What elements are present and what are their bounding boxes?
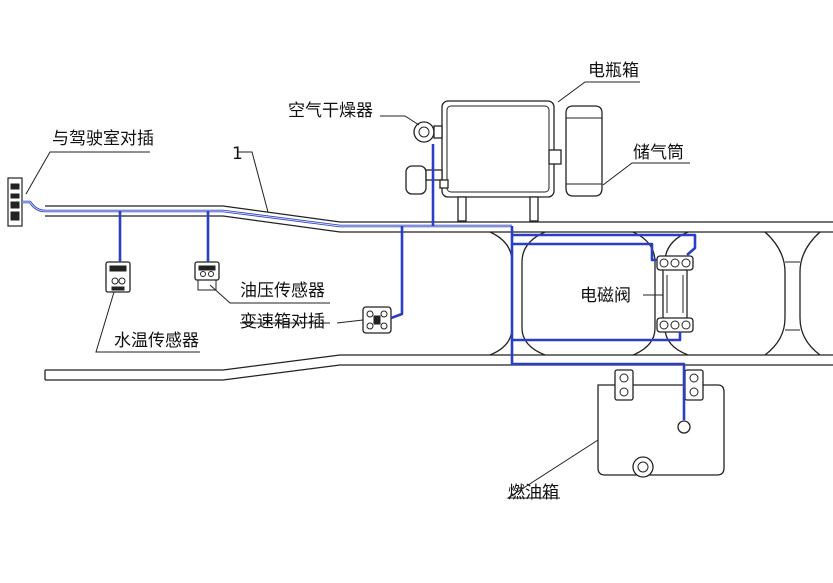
label-oil-pressure-sensor: 油压传感器 <box>240 281 325 301</box>
wiring-harness <box>22 144 697 420</box>
label-air-tank: 储气筒 <box>633 143 684 163</box>
label-water-temp-sensor: 水温传感器 <box>114 331 199 351</box>
label-gearbox-connector: 变速箱对插 <box>240 312 325 332</box>
cross-member-3 <box>764 231 821 356</box>
battery-box <box>441 100 562 222</box>
cab-connector <box>7 177 23 227</box>
cross-member-1 <box>489 231 546 356</box>
label-cab-connector: 与驾驶室对插 <box>52 129 154 149</box>
air-tank <box>565 105 603 197</box>
label-harness-number: 1 <box>232 144 243 164</box>
leader-lines <box>25 81 690 499</box>
label-air-dryer: 空气干燥器 <box>288 101 373 121</box>
fuel-tank <box>597 369 725 478</box>
water-temp-sensor <box>105 261 131 293</box>
label-solenoid-valve: 电磁阀 <box>580 286 631 306</box>
label-fuel-tank: 燃油箱 <box>508 483 559 503</box>
label-battery-box: 电瓶箱 <box>588 61 639 81</box>
oil-pressure-sensor <box>194 261 220 291</box>
gearbox-connector <box>362 306 392 334</box>
chassis-frame <box>44 205 833 381</box>
solenoid-valve <box>656 255 694 333</box>
